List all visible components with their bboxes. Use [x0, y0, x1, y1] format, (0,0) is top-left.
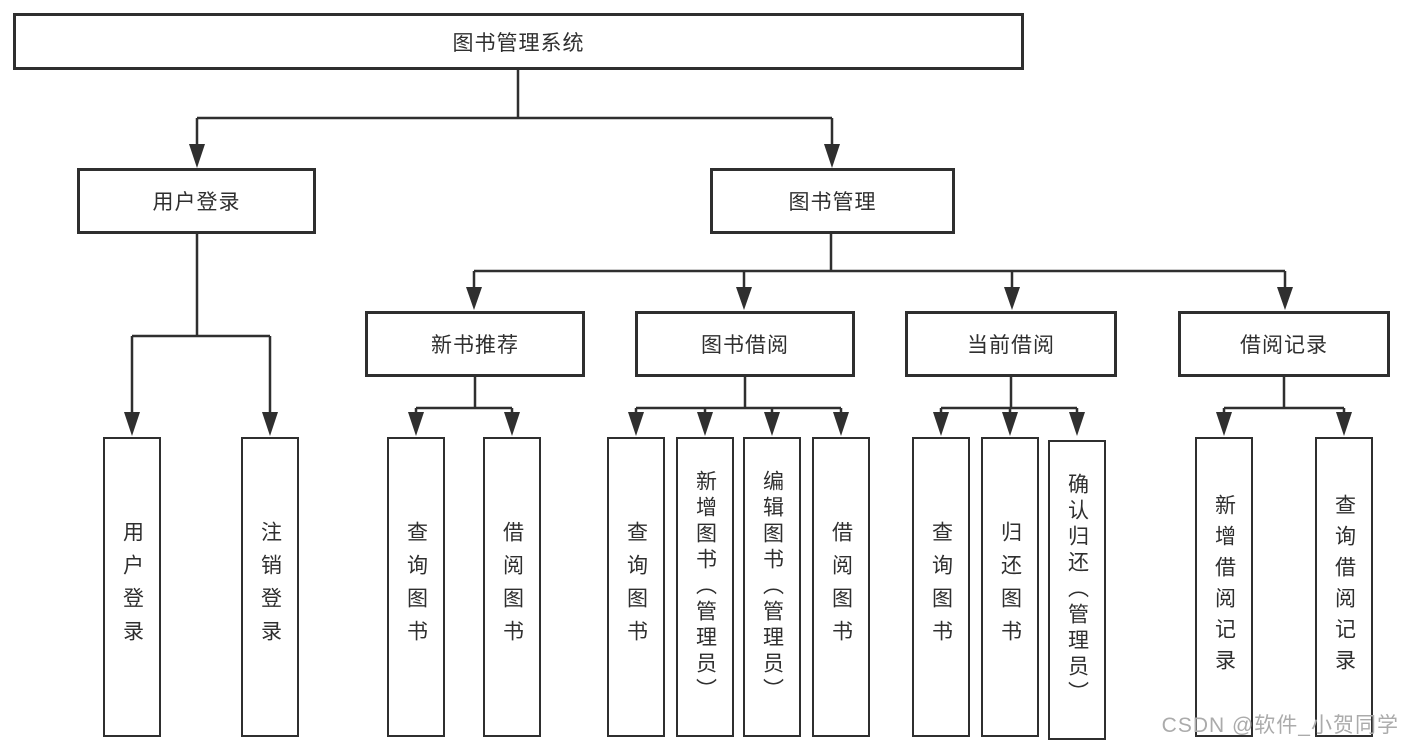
arrowhead-icon — [466, 287, 482, 310]
leaf-user-login: 用户登录 — [103, 437, 161, 737]
leaf-edit-book-admin: 编辑图书（管理员） — [743, 437, 801, 737]
arrowhead-icon — [764, 412, 780, 436]
arrowhead-icon — [1336, 412, 1352, 436]
leaf-query-books-1: 查询图书 — [387, 437, 445, 737]
leaf-query-borrow-record: 查询借阅记录 — [1315, 437, 1373, 737]
arrowhead-icon — [1216, 412, 1232, 436]
arrowhead-icon — [933, 412, 949, 436]
arrowhead-icon — [697, 412, 713, 436]
leaf-query-books-3: 查询图书 — [912, 437, 970, 737]
arrowhead-icon — [824, 144, 840, 168]
arrowhead-icon — [1004, 287, 1020, 310]
arrowhead-icon — [504, 412, 520, 436]
arrowhead-icon — [124, 412, 140, 436]
node-book-management: 图书管理 — [710, 168, 955, 234]
node-book-borrowing: 图书借阅 — [635, 311, 855, 377]
arrowhead-icon — [736, 287, 752, 310]
leaf-borrow-books-2: 借阅图书 — [812, 437, 870, 737]
arrowhead-icon — [1277, 287, 1293, 310]
node-user-login: 用户登录 — [77, 168, 316, 234]
leaf-confirm-return-admin: 确认归还（管理员） — [1048, 440, 1106, 740]
leaf-borrow-books-1: 借阅图书 — [483, 437, 541, 737]
arrowhead-icon — [1069, 412, 1085, 436]
node-new-book-recommend: 新书推荐 — [365, 311, 585, 377]
leaf-return-book: 归还图书 — [981, 437, 1039, 737]
node-borrowing-records: 借阅记录 — [1178, 311, 1390, 377]
leaf-query-books-2: 查询图书 — [607, 437, 665, 737]
node-root: 图书管理系统 — [13, 13, 1024, 70]
leaf-add-book-admin: 新增图书（管理员） — [676, 437, 734, 737]
node-current-borrowing: 当前借阅 — [905, 311, 1117, 377]
leaf-logout: 注销登录 — [241, 437, 299, 737]
arrowhead-icon — [408, 412, 424, 436]
arrowhead-icon — [833, 412, 849, 436]
arrowhead-icon — [189, 144, 205, 168]
arrowhead-icon — [1002, 412, 1018, 436]
arrowhead-icon — [628, 412, 644, 436]
watermark: CSDN @软件_小贺同学 — [1161, 714, 1399, 737]
arrowhead-icon — [262, 412, 278, 436]
leaf-add-borrow-record: 新增借阅记录 — [1195, 437, 1253, 737]
